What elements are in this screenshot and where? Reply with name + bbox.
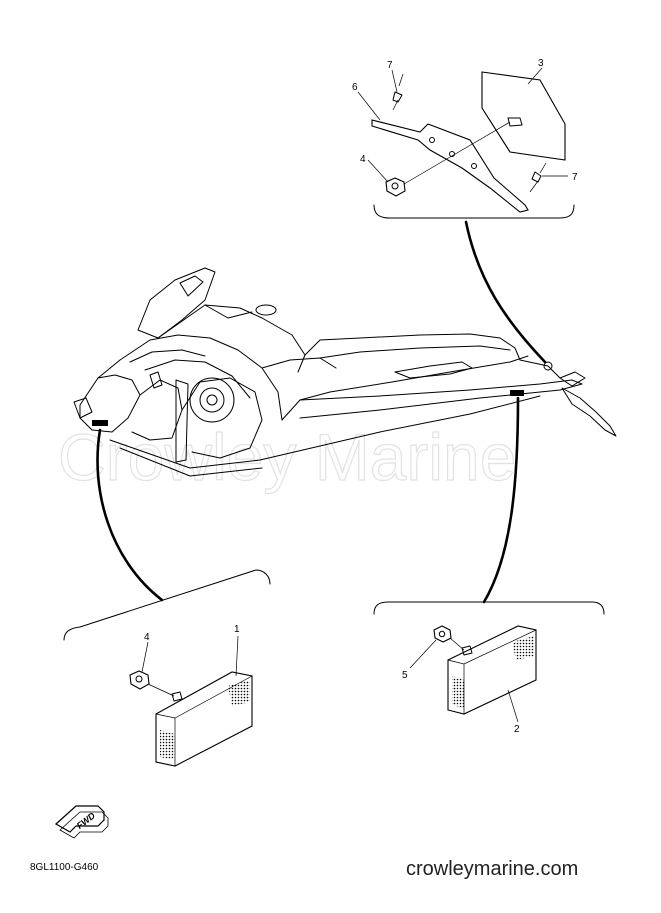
rivet-top [392,73,404,111]
flange-nut-rear [385,177,406,197]
front-reflector-location [92,420,108,426]
callout-nut-rear: 4 [360,154,366,165]
rivet-right [529,162,547,193]
side-detail-group: 5 2 [373,601,605,735]
rear-reflector-plate [481,71,566,161]
callout-bracket: 6 [352,82,358,93]
fwd-arrow-icon: FWD [54,805,109,839]
bracket [371,119,529,213]
leader-side [482,396,520,604]
part-code: 8GL1100-G460 [30,862,99,873]
watermark: Crowley Marine [58,420,516,494]
front-reflector [155,671,253,767]
callout-plate-rear: 3 [538,58,544,69]
snowmobile-outline [73,267,617,477]
callout-reflector-side: 2 [514,724,520,735]
callout-rivet-right: 7 [572,172,578,183]
website-label: crowleymarine.com [406,858,579,880]
callout-nut-side: 5 [402,670,408,681]
side-reflector-location [510,390,524,396]
callout-nut-front: 4 [144,632,150,643]
rear-detail-group: 3 6 7 7 4 [352,58,578,219]
callout-reflector-front: 1 [234,624,240,635]
side-reflector [447,625,537,715]
callout-rivet-top: 7 [387,60,393,71]
leader-rear [464,220,547,364]
front-detail-group: 4 1 [63,569,271,767]
leader-front [96,428,164,602]
flange-nut-front [129,670,150,690]
flange-nut-side [433,625,452,643]
